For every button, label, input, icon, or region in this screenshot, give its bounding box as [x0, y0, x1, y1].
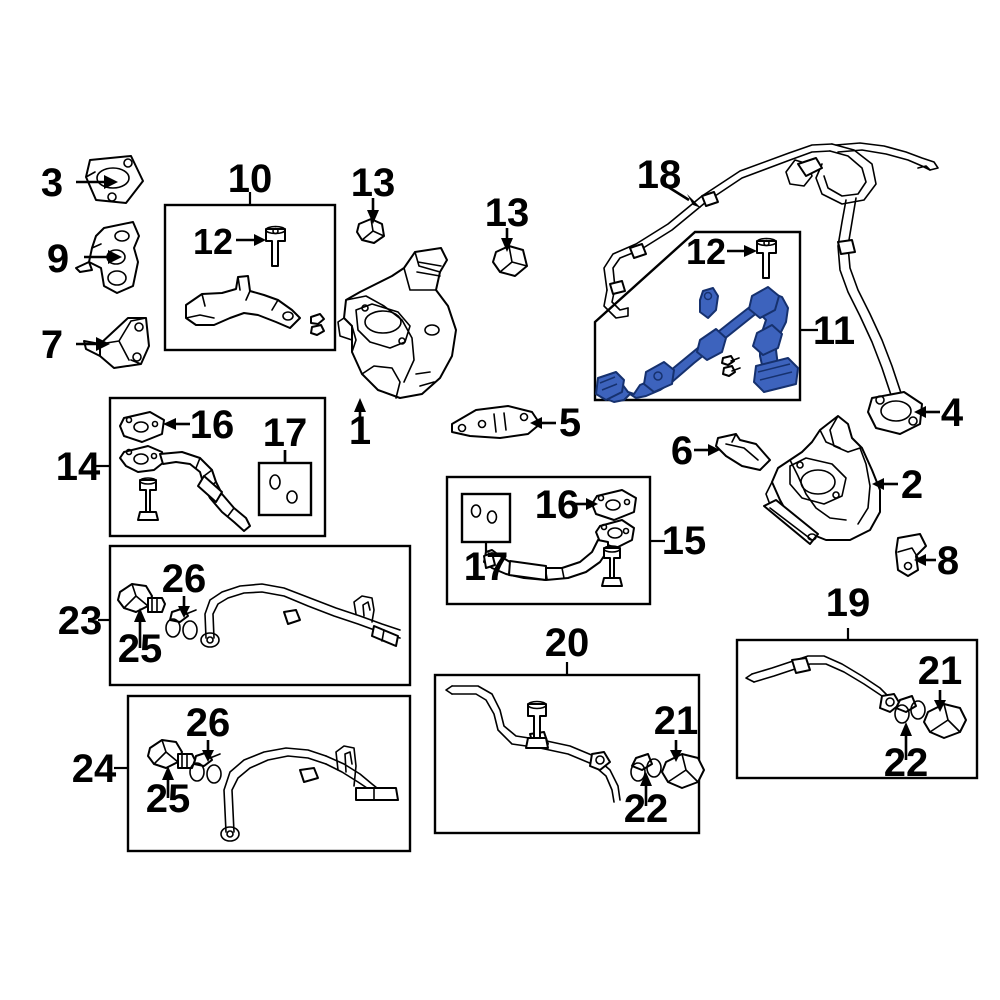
callout-17a: 17: [263, 411, 308, 455]
part-oil-line-11-highlighted: [595, 286, 799, 403]
part-fitting-25a: [117, 583, 166, 613]
part-oil-tube-15: [483, 519, 635, 587]
callout-12a: 12: [193, 221, 233, 262]
part-tube-19: [745, 655, 967, 739]
callout-24: 24: [72, 747, 117, 791]
callout-26a: 26: [162, 557, 207, 601]
callout-13a: 13: [351, 161, 396, 205]
part-bracket-5: [451, 405, 541, 439]
callout-15: 15: [662, 519, 707, 563]
part-bolt-12a: [265, 225, 286, 267]
callout-21a: 21: [654, 699, 699, 743]
part-bracket-kit-10: [185, 275, 325, 336]
group-box-23: [108, 544, 412, 687]
part-tube-24: [220, 745, 399, 842]
part-gasket-4: [867, 391, 923, 435]
callout-3: 3: [41, 161, 63, 205]
callout-13b: 13: [485, 191, 530, 235]
callout-11: 11: [813, 309, 855, 353]
callout-21b: 21: [918, 649, 963, 693]
callout-12b: 12: [686, 231, 726, 272]
callout-9: 9: [47, 237, 69, 281]
group-box-11: [593, 230, 802, 402]
part-tube-20: [445, 685, 705, 803]
callout-6: 6: [671, 429, 693, 473]
callout-18: 18: [637, 153, 682, 197]
callout-23: 23: [58, 599, 103, 643]
callout-1: 1: [349, 409, 371, 453]
callout-17b: 17: [464, 545, 509, 589]
part-turbocharger-1: [337, 247, 457, 399]
part-bolt-12b: [756, 237, 777, 279]
part-heatshield-6: [715, 433, 771, 471]
callout-25a: 25: [118, 627, 163, 671]
part-clamp-13b: [492, 245, 528, 277]
callout-14: 14: [56, 445, 101, 489]
part-bracket-3: [85, 155, 144, 204]
part-bracket-7: [83, 317, 150, 369]
part-fitting-25b: [147, 739, 196, 769]
callout-19: 19: [826, 581, 871, 625]
callout-4: 4: [941, 391, 964, 435]
part-bracket-8: [895, 533, 927, 577]
part-gasket-16a: [119, 411, 165, 443]
group-box-24: [126, 694, 412, 853]
callout-22a: 22: [624, 787, 669, 831]
callout-5: 5: [559, 401, 581, 445]
callout-26b: 26: [186, 701, 231, 745]
callout-2: 2: [901, 463, 923, 507]
callout-25b: 25: [146, 777, 191, 821]
callout-10: 10: [228, 157, 273, 201]
part-oil-tube-14: [119, 445, 251, 532]
part-tube-23: [200, 583, 401, 648]
callout-16b: 16: [535, 483, 580, 527]
part-manifold-2: [763, 415, 881, 545]
callout-20: 20: [545, 621, 590, 665]
group-box-19: [735, 638, 979, 780]
callout-8: 8: [937, 539, 959, 583]
callout-22b: 22: [884, 741, 929, 785]
callout-7: 7: [41, 323, 63, 367]
callout-16a: 16: [190, 403, 235, 447]
